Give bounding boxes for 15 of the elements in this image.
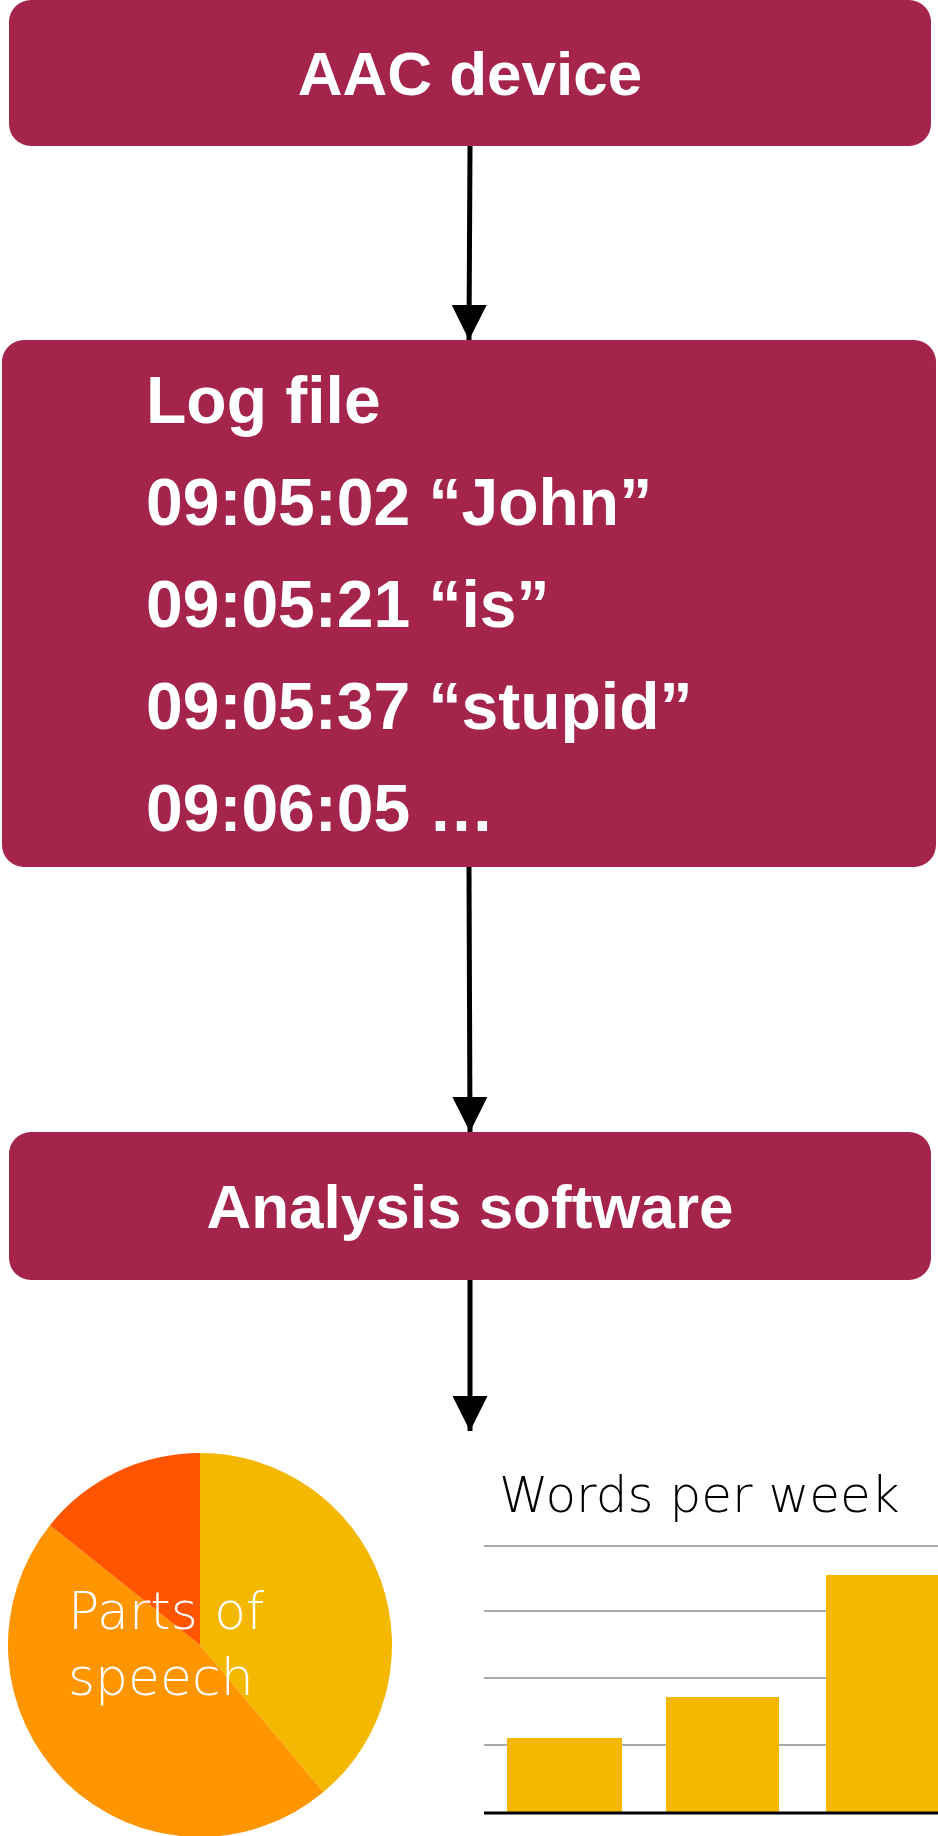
box-text: AAC device — [297, 37, 643, 110]
arrow — [452, 867, 488, 1132]
process-box — [2, 340, 936, 867]
pie-label: Parts of speech — [68, 1580, 266, 1709]
process-box — [9, 0, 931, 146]
box-text: 09:05:37 “stupid” — [146, 667, 693, 745]
chart-title: Words per week — [499, 1465, 900, 1525]
box-text: 09:05:02 “John” — [146, 463, 653, 541]
box-text: Analysis software — [206, 1170, 734, 1243]
arrow — [451, 146, 487, 340]
arrow — [452, 1280, 488, 1431]
box-heading: Log file — [146, 361, 381, 439]
box-text: 09:06:05 … — [146, 769, 495, 847]
box-text: 09:05:21 “is” — [146, 565, 550, 643]
process-box — [9, 1132, 931, 1280]
